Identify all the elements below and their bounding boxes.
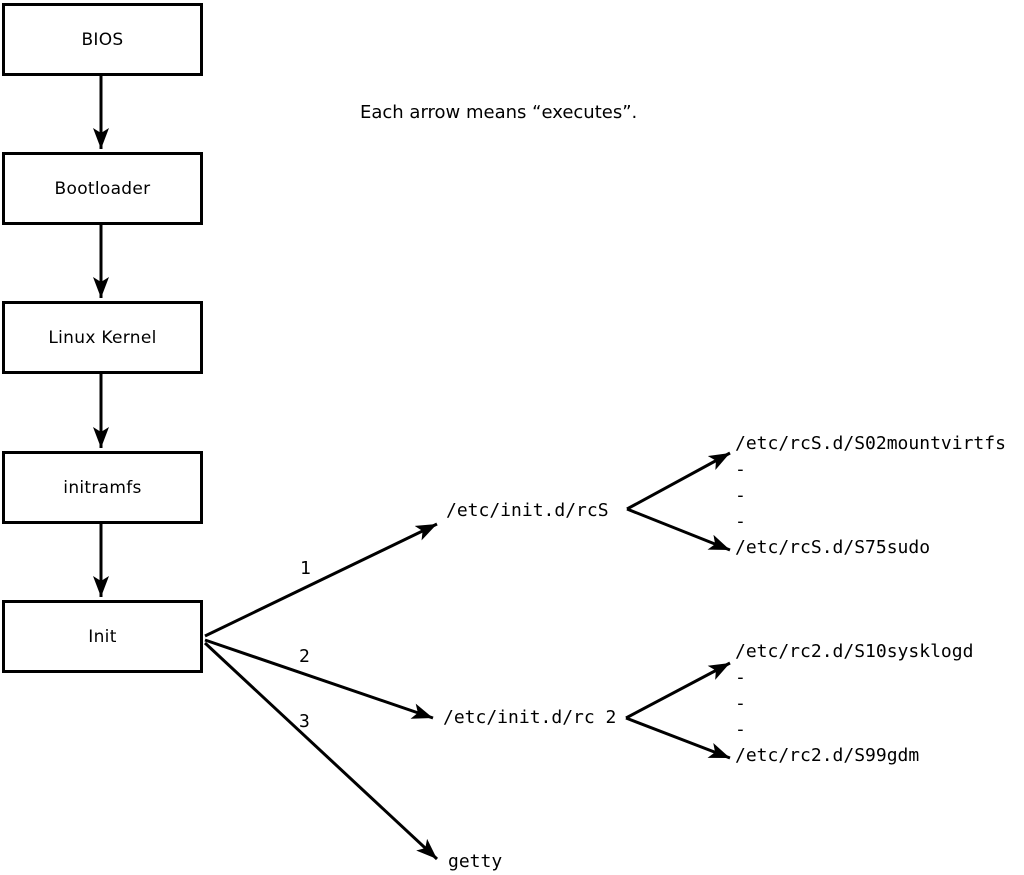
init-box: Init: [2, 600, 203, 673]
rc2-child-ellipsis-1: -: [735, 667, 746, 688]
rcS-child-s02mountvirtfs: /etc/rcS.d/S02mountvirtfs: [735, 433, 1006, 454]
arrow-init-to-rcS: [204, 522, 438, 638]
rcS-children-list: /etc/rcS.d/S02mountvirtfs - - - /etc/rcS…: [735, 431, 1006, 561]
legend-note: Each arrow means “executes”.: [360, 102, 638, 123]
arrow-order-1: 1: [300, 558, 311, 579]
arrow-order-2: 2: [299, 646, 310, 667]
rc2-children-list: /etc/rc2.d/S10sysklogd - - - /etc/rc2.d/…: [735, 639, 973, 769]
rcS-script-label: /etc/init.d/rcS: [446, 500, 609, 521]
arrow-rc2-to-s99gdm: [625, 716, 731, 760]
rcS-child-ellipsis-2: -: [735, 485, 746, 506]
bootloader-box: Bootloader: [2, 152, 203, 225]
linux-kernel-label: Linux Kernel: [48, 327, 157, 348]
arrow-init-to-rc2: [204, 638, 434, 720]
arrow-rcS-to-s75sudo: [626, 507, 731, 552]
rcS-child-ellipsis-3: -: [735, 511, 746, 532]
rc2-child-ellipsis-3: -: [735, 719, 746, 740]
bootloader-label: Bootloader: [54, 178, 151, 199]
bios-label: BIOS: [81, 29, 124, 50]
rcS-child-ellipsis-1: -: [735, 459, 746, 480]
rc2-child-ellipsis-2: -: [735, 693, 746, 714]
arrow-order-3: 3: [299, 711, 310, 732]
linux-kernel-box: Linux Kernel: [2, 301, 203, 374]
init-label: Init: [88, 626, 117, 647]
initramfs-box: initramfs: [2, 451, 203, 524]
getty-label: getty: [448, 851, 503, 872]
bios-box: BIOS: [2, 3, 203, 76]
rc2-script-label: /etc/init.d/rc 2: [443, 707, 617, 728]
arrow-rcS-to-s02mountvirtfs: [626, 451, 731, 511]
arrow-init-to-getty: [203, 641, 439, 861]
rc2-child-s10sysklogd: /etc/rc2.d/S10sysklogd: [735, 641, 974, 662]
initramfs-label: initramfs: [63, 477, 142, 498]
rc2-child-s99gdm: /etc/rc2.d/S99gdm: [735, 745, 920, 766]
rcS-child-s75sudo: /etc/rcS.d/S75sudo: [735, 537, 931, 558]
arrow-rc2-to-s10sysklogd: [625, 661, 731, 720]
